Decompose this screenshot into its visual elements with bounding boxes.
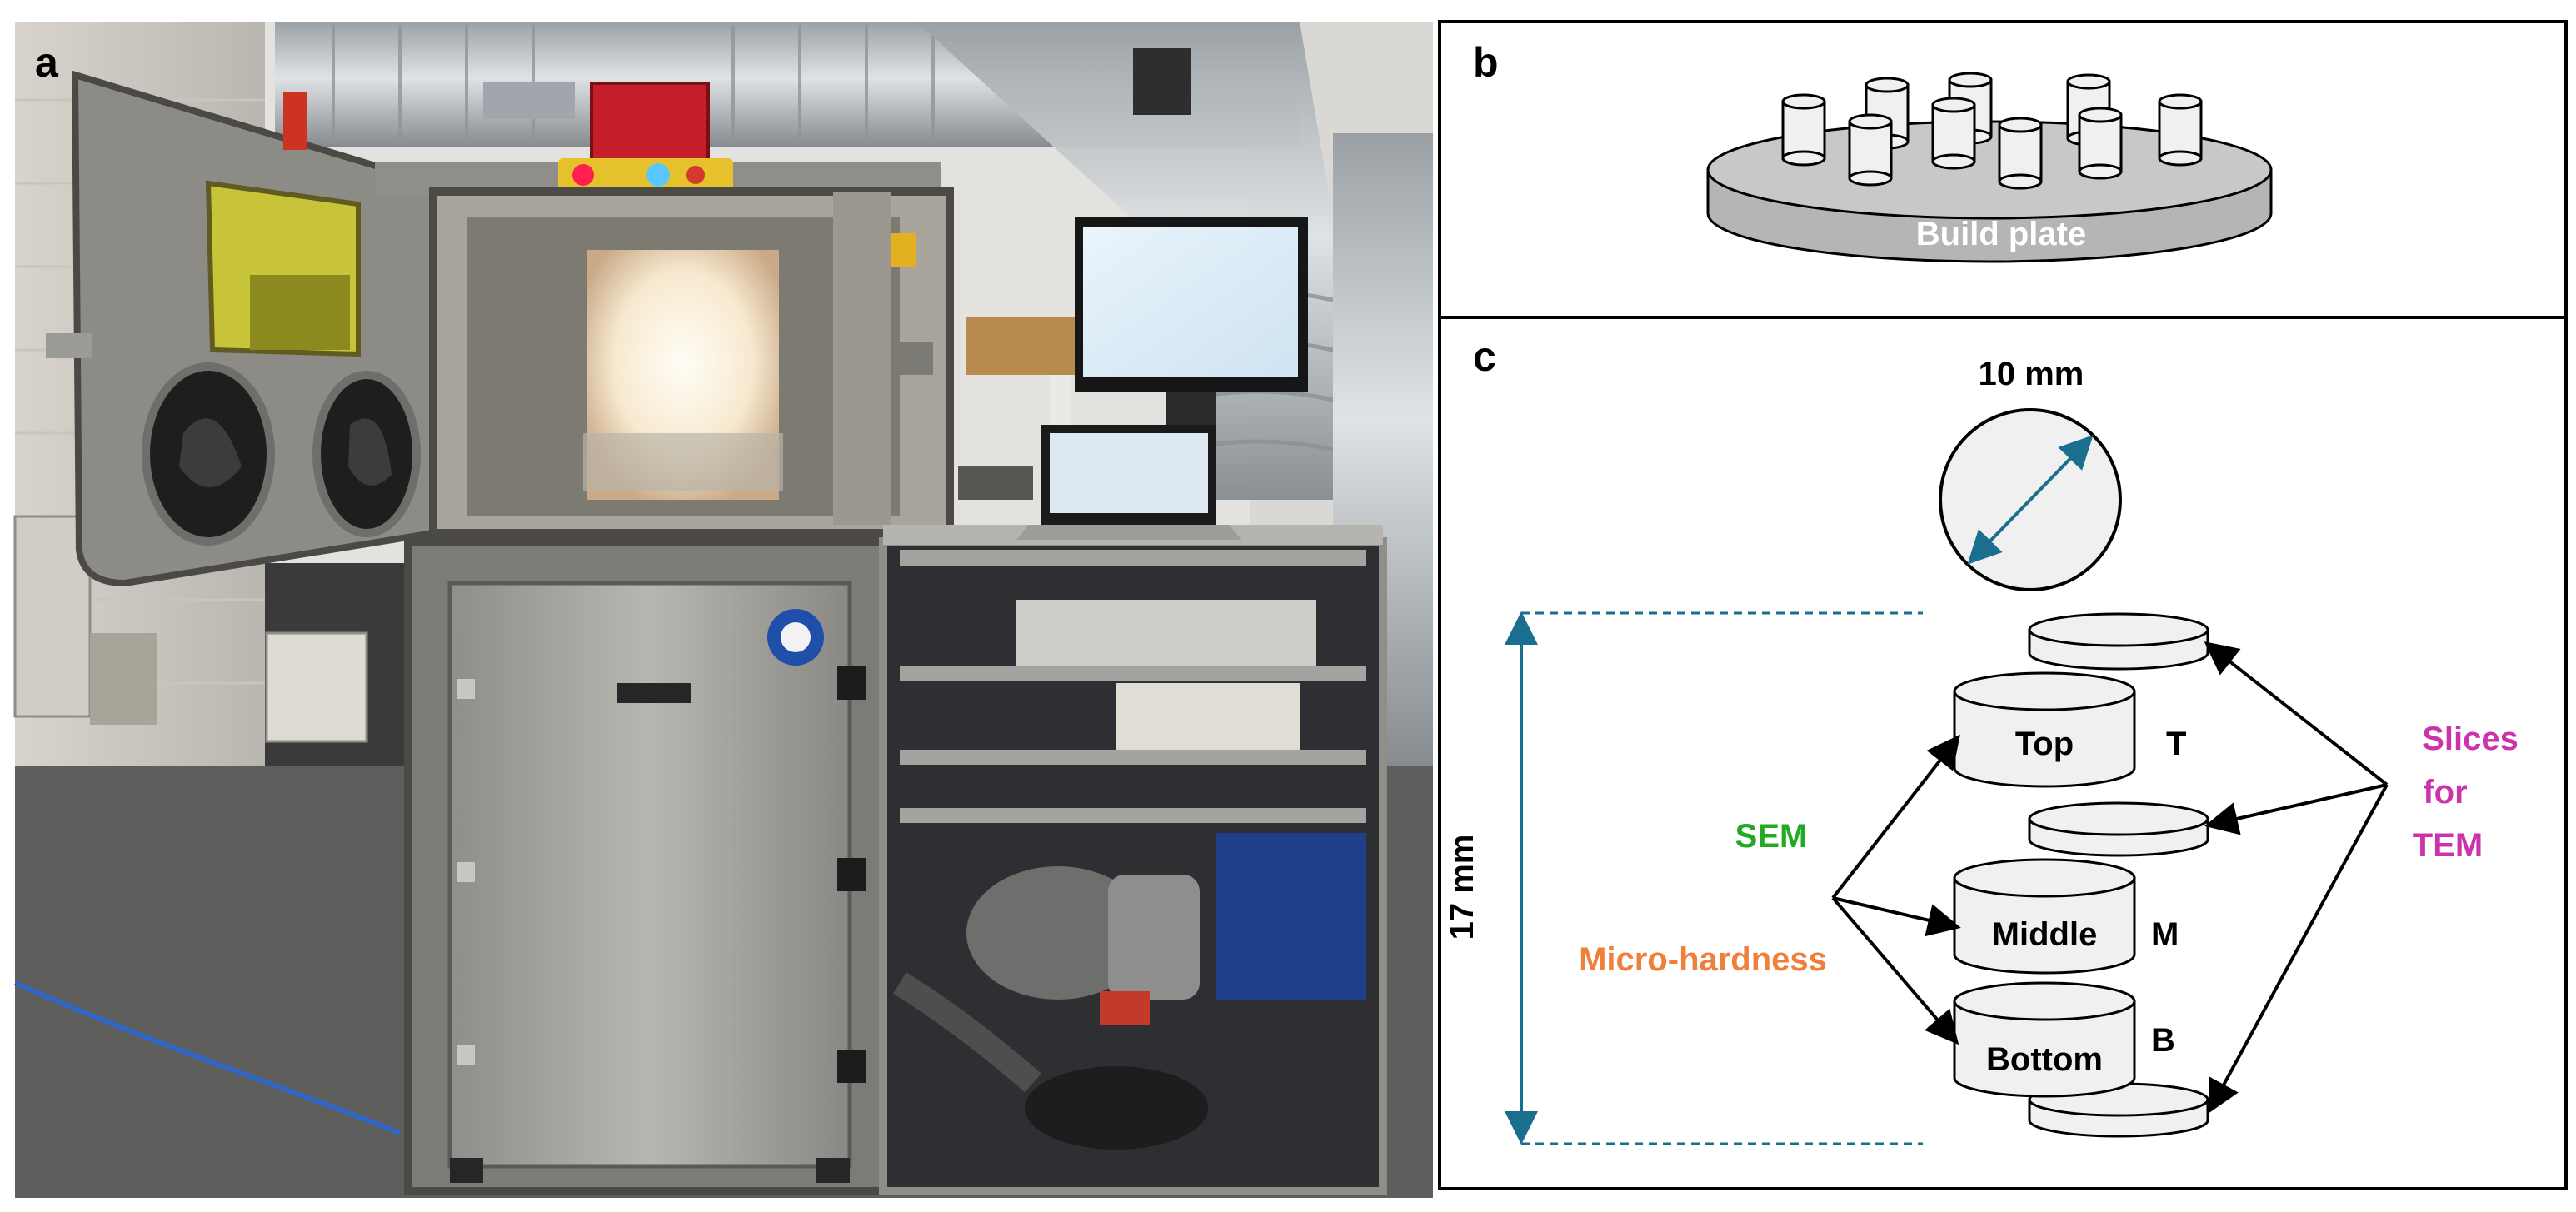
arrow-to-slice-2 [2204, 783, 2388, 835]
machine-photo: a [13, 22, 1433, 1198]
sample-middle [1953, 858, 2136, 975]
build-plate-diagram: Build plate [1706, 72, 2273, 263]
panel-label-c: c [1473, 333, 1496, 380]
sample-top-label: Top [2015, 726, 2074, 762]
letter-t: T [2166, 726, 2186, 762]
build-plate-label: Build plate [1916, 216, 2086, 252]
arrow-to-middle [1832, 896, 1961, 937]
height-label: 17 mm [1444, 835, 1480, 940]
arrow-to-slice-3 [2208, 784, 2389, 1115]
sample-bottom-label: Bottom [1986, 1041, 2103, 1078]
panel-label-b: b [1473, 39, 1499, 86]
arrow-to-bottom [1831, 896, 1959, 1045]
arrow-to-top [1831, 734, 1960, 900]
sem-label: SEM [1735, 818, 1808, 855]
arrow-to-slice-1 [2204, 641, 2389, 786]
tem-label-line2: for [2423, 774, 2467, 810]
tem-label-line3: TEM [2413, 827, 2483, 864]
slice-1 [2028, 612, 2209, 671]
slice-2 [2028, 801, 2209, 857]
sample-top [1953, 671, 2136, 788]
diameter-label: 10 mm [1979, 356, 2084, 392]
sample-middle-label: Middle [1992, 916, 2098, 953]
sectioning-diagram: 10 mm 17 mm Top [1444, 356, 2519, 1145]
panel-label-a: a [35, 39, 59, 86]
diameter-arrow [1967, 435, 2094, 565]
sample-bottom [1953, 981, 2136, 1098]
letter-m: M [2151, 916, 2179, 953]
sample-schematic: b c Build plate 10 mm 17 mm [1438, 20, 2568, 1190]
tem-label-line1: Slices [2422, 721, 2519, 757]
letter-b: B [2151, 1022, 2175, 1059]
microhardness-label: Micro-hardness [1579, 941, 1827, 978]
